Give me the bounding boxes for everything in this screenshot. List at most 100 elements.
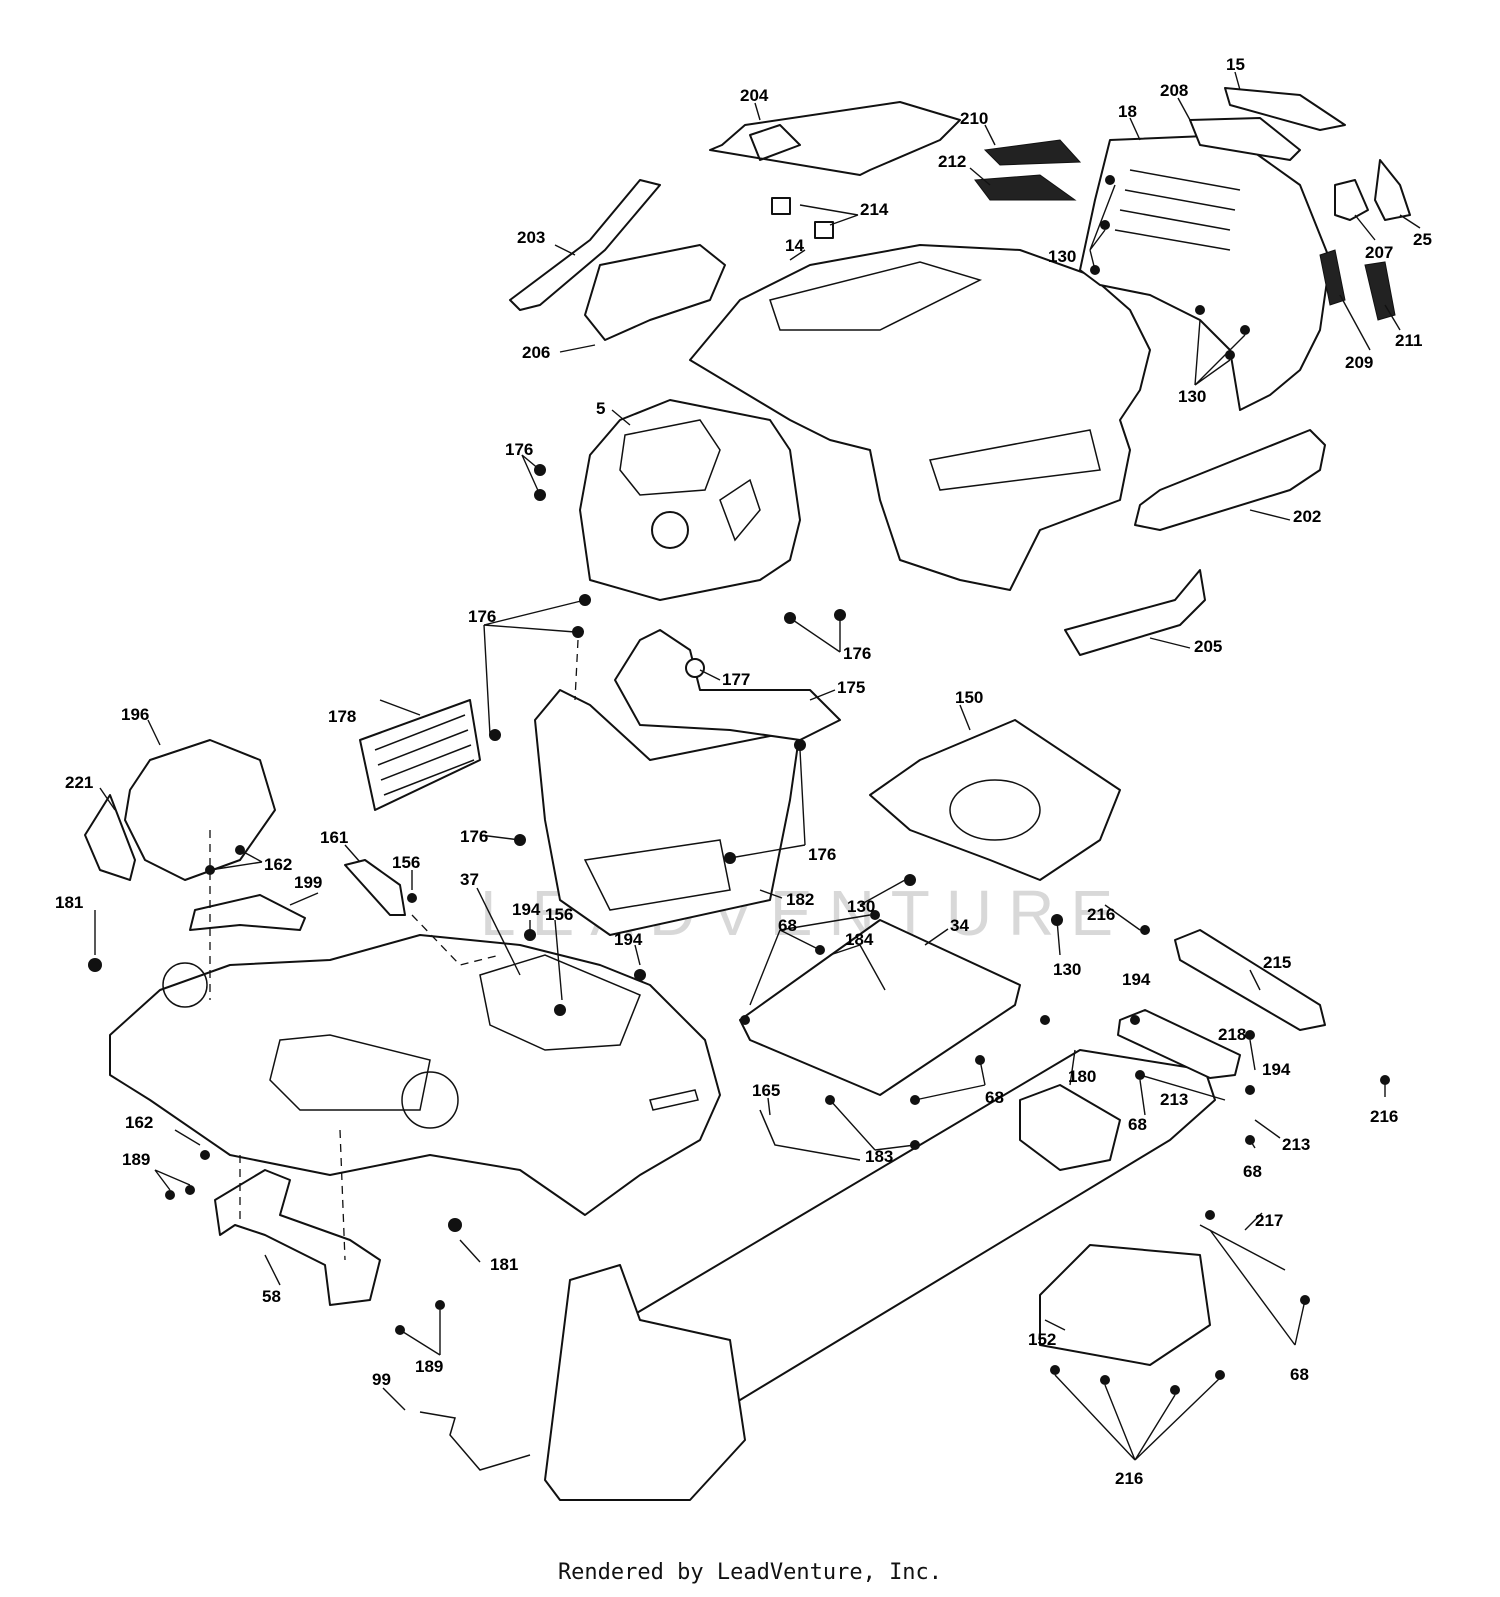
callout-210: 210 xyxy=(960,109,988,128)
hood-top-cover xyxy=(709,101,961,176)
seat-mount-plate xyxy=(479,954,641,1051)
dash-console xyxy=(619,419,721,496)
battery-tray-150 xyxy=(869,719,1121,881)
bracket-58 xyxy=(214,1169,381,1306)
fuel-side-221 xyxy=(84,794,136,881)
callout-58: 58 xyxy=(262,1287,281,1306)
callout-205: 205 xyxy=(1194,637,1222,656)
hood-panel-top xyxy=(769,261,983,331)
callout-206: 206 xyxy=(522,343,550,362)
callout-5: 5 xyxy=(596,399,605,418)
transaxle-mount xyxy=(1019,1084,1121,1171)
fuel-shield-199 xyxy=(189,894,306,931)
latch-214a xyxy=(771,197,791,215)
callout-194-d: 194 xyxy=(1262,1060,1291,1079)
callout-209: 209 xyxy=(1345,353,1373,372)
seat-plate xyxy=(739,919,1021,1096)
callout-218: 218 xyxy=(1218,1025,1246,1044)
seat-bracket-161 xyxy=(344,859,406,916)
callout-182: 182 xyxy=(786,890,814,909)
callout-216-a: 216 xyxy=(1087,905,1115,924)
callout-37: 37 xyxy=(460,870,479,889)
vent-grille-178 xyxy=(359,699,481,811)
callout-161: 161 xyxy=(320,828,348,847)
side-grille-209 xyxy=(1319,249,1346,306)
callout-175: 175 xyxy=(837,678,865,697)
hitch-frame-152 xyxy=(1039,1244,1211,1366)
front-bracket-206 xyxy=(584,244,726,341)
headlight-ribs xyxy=(1114,169,1241,251)
callout-215: 215 xyxy=(1263,953,1291,972)
callout-194-a: 194 xyxy=(512,900,541,919)
callout-165: 165 xyxy=(752,1081,780,1100)
callout-176-a: 176 xyxy=(505,440,533,459)
callout-130-mid: 130 xyxy=(847,897,875,916)
hardware-fasteners xyxy=(88,175,1390,1395)
side-cap-25 xyxy=(1374,159,1411,221)
fuel-cover-196 xyxy=(124,739,276,881)
callout-213-a: 213 xyxy=(1160,1090,1188,1109)
callout-68-a: 68 xyxy=(778,916,797,935)
callout-180: 180 xyxy=(1068,1067,1096,1086)
side-grille-211 xyxy=(1364,261,1396,321)
callout-208: 208 xyxy=(1160,81,1188,100)
front-bumper-202 xyxy=(1134,429,1326,531)
callout-68-c: 68 xyxy=(1128,1115,1147,1134)
rod-217 xyxy=(1199,1224,1286,1271)
bracket-218 xyxy=(1117,1009,1241,1079)
lower-panel-205 xyxy=(1064,569,1206,656)
tower-bracket-175 xyxy=(614,629,841,741)
callout-25: 25 xyxy=(1413,230,1432,249)
callout-189-a: 189 xyxy=(122,1150,150,1169)
vent-holes xyxy=(374,714,475,796)
hood-grille-210 xyxy=(983,139,1082,166)
latch-214b xyxy=(814,221,834,239)
frame-plate xyxy=(544,1264,746,1501)
dash-lever xyxy=(719,478,761,542)
callout-130-top: 130 xyxy=(1048,247,1076,266)
callout-189-b: 189 xyxy=(415,1357,443,1376)
callout-183: 183 xyxy=(865,1147,893,1166)
callout-194-c: 194 xyxy=(1122,970,1151,989)
callout-216-c: 216 xyxy=(1115,1469,1143,1488)
rod-99 xyxy=(419,1411,531,1471)
leader-lines xyxy=(94,71,1421,1461)
fender-hole-left xyxy=(162,962,208,1008)
callout-211: 211 xyxy=(1395,331,1422,350)
callout-130-right: 130 xyxy=(1178,387,1206,406)
callout-194-b: 194 xyxy=(614,930,643,949)
callout-184: 184 xyxy=(845,930,874,949)
callout-203: 203 xyxy=(517,228,545,247)
callout-150: 150 xyxy=(955,688,983,707)
callout-199: 199 xyxy=(294,873,322,892)
callout-156-a: 156 xyxy=(392,853,420,872)
callout-181-a: 181 xyxy=(55,893,83,912)
dash-tower-window xyxy=(583,839,731,911)
ignition-ring xyxy=(651,511,689,549)
callout-130-low: 130 xyxy=(1053,960,1081,979)
side-cap-207 xyxy=(1334,179,1369,221)
bushing-177 xyxy=(685,658,705,678)
callout-181-b: 181 xyxy=(490,1255,518,1274)
callout-18: 18 xyxy=(1118,102,1137,121)
fender-deck xyxy=(109,934,721,1216)
hood-grille-212 xyxy=(974,174,1077,201)
callout-196: 196 xyxy=(121,705,149,724)
hood-body xyxy=(689,244,1151,591)
alignment-dashes xyxy=(209,639,579,1261)
callout-216-b: 216 xyxy=(1370,1107,1398,1126)
callout-178: 178 xyxy=(328,707,356,726)
hood-cap-208 xyxy=(1189,117,1301,161)
render-credit: Rendered by LeadVenture, Inc. xyxy=(557,1560,943,1585)
callout-176-e: 176 xyxy=(808,845,836,864)
callout-176-c: 176 xyxy=(843,644,871,663)
callout-156-b: 156 xyxy=(545,905,573,924)
dash-panel xyxy=(579,399,801,601)
callout-217: 217 xyxy=(1255,1211,1283,1230)
front-grille-203 xyxy=(509,179,661,311)
rod-165 xyxy=(759,1109,861,1161)
callout-177: 177 xyxy=(722,670,750,689)
callout-68-e: 68 xyxy=(1290,1365,1309,1384)
callout-207: 207 xyxy=(1365,243,1393,262)
